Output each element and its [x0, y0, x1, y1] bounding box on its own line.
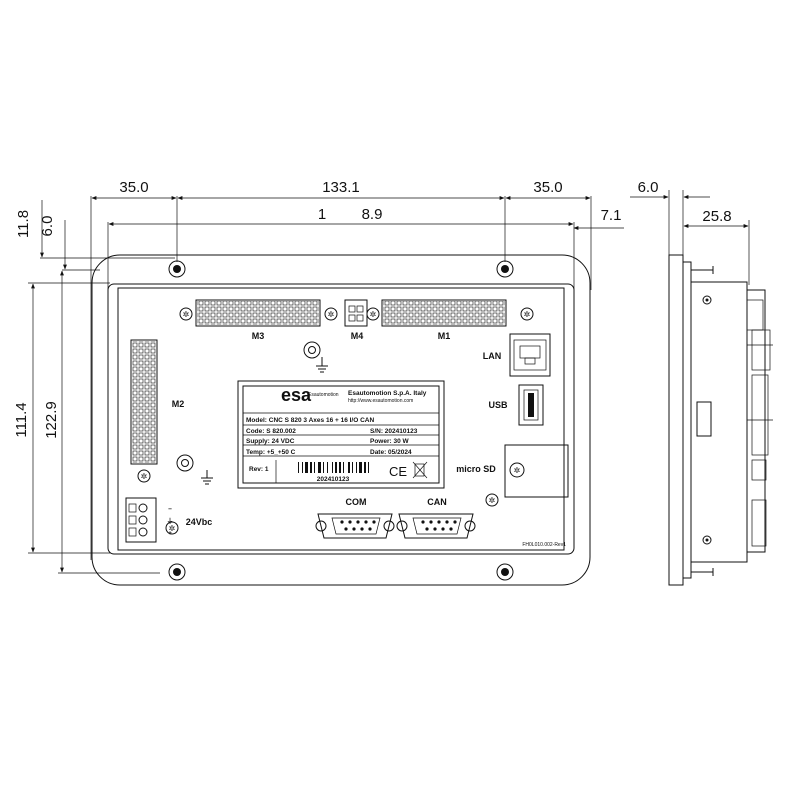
- barcode-bar: [339, 462, 341, 473]
- ground-symbols: [176, 341, 328, 485]
- power-pin-plus: +: [168, 530, 172, 537]
- m1-connector: [381, 299, 507, 327]
- power-pin-minus: −: [168, 506, 172, 513]
- power-pin-ground: ⏚: [167, 517, 174, 525]
- barcode-bar: [327, 462, 328, 473]
- usb-port: [518, 384, 544, 426]
- dim-side-25-8: 25.8: [702, 208, 731, 225]
- svg-text:✲: ✲: [524, 310, 531, 319]
- svg-text:✲: ✲: [370, 310, 377, 319]
- m3-pins: [197, 301, 319, 325]
- label-code: Code: S 820.002: [246, 428, 296, 435]
- label-date: Date: 05/2024: [370, 449, 412, 456]
- svg-text:✲: ✲: [169, 524, 176, 533]
- barcode-bar: [348, 462, 350, 473]
- company-name: Esautomotion S.p.A. Italy: [348, 390, 427, 397]
- power-label: 24Vbc: [186, 517, 213, 527]
- dim-top-center: 133.1: [322, 179, 360, 196]
- housing: [107, 283, 575, 555]
- side-frame: [668, 254, 684, 586]
- label-model: Model: CNC S 820 3 Axes 16 + 16 I/O CAN: [246, 417, 374, 424]
- can-label: CAN: [427, 497, 447, 507]
- drawing-code: FH0L010.002-Rev1: [522, 542, 566, 548]
- barcode-bar: [356, 462, 357, 473]
- barcode-bar: [343, 462, 344, 473]
- sd-cover: [504, 444, 569, 498]
- svg-text:✲: ✲: [489, 496, 496, 505]
- barcode-bar: [359, 462, 362, 473]
- nameplate: esa Esautomotion Esautomotion S.p.A. Ita…: [237, 380, 445, 489]
- lan-label: LAN: [483, 351, 502, 361]
- lan-port: [509, 333, 551, 377]
- com-label: COM: [346, 497, 367, 507]
- side-connectors-block: [746, 289, 766, 553]
- barcode-bar: [314, 462, 315, 473]
- micro-sd-label: micro SD: [456, 464, 496, 474]
- svg-text:✲: ✲: [514, 466, 521, 475]
- dim-height-111-4: 111.4: [13, 402, 30, 437]
- m4-connector: [344, 299, 368, 327]
- m1-pins: [383, 301, 505, 325]
- barcode-bar: [335, 462, 337, 473]
- dim-top-right: 35.0: [533, 179, 562, 196]
- mount-holes: [168, 260, 514, 581]
- back-plate: [117, 287, 565, 551]
- m2-label: M2: [172, 399, 185, 409]
- label-sn: S/N: 202410123: [370, 428, 418, 435]
- label-power: Power: 30 W: [370, 438, 410, 445]
- barcode-bar: [318, 462, 321, 473]
- barcode-bar: [332, 462, 333, 473]
- dim-side-6-0: 6.0: [638, 179, 659, 196]
- barcode: [298, 462, 369, 473]
- can-port: [398, 513, 474, 539]
- barcode-bar: [323, 462, 324, 473]
- m2-pins: [132, 341, 156, 463]
- label-temp: Temp: +5_+50 C: [246, 449, 296, 456]
- dim-top-left: 35.0: [119, 179, 148, 196]
- svg-text:✲: ✲: [141, 472, 148, 481]
- barcode-bar: [305, 462, 308, 473]
- svg-text:CE: CE: [389, 464, 407, 479]
- side-view: [668, 254, 773, 586]
- dim-right-offset: 7.1: [601, 207, 622, 224]
- front-view: ✲ ✲ ✲ ✲ ✲ ✲ ✲ ✲ M3 M4 M1: [91, 254, 591, 586]
- outer-frame: [91, 254, 591, 586]
- barcode-bar: [310, 462, 312, 473]
- dim-left-11-8: 11.8: [15, 210, 32, 238]
- label-rev: Rev: 1: [249, 466, 269, 473]
- usb-label: USB: [488, 400, 508, 410]
- dim-height-122-9: 122.9: [43, 401, 60, 439]
- m3-connector: [195, 299, 321, 327]
- label-supply: Supply: 24 VDC: [246, 438, 295, 445]
- m3-label: M3: [252, 331, 265, 341]
- barcode-bar: [352, 462, 353, 473]
- svg-text:✲: ✲: [183, 310, 190, 319]
- weee-bin-icon: [412, 461, 428, 479]
- dim-left-6-0: 6.0: [39, 216, 56, 237]
- dim-second-a: 1: [318, 206, 326, 223]
- logo: esa: [281, 385, 312, 405]
- website: http://www.esautomotion.com: [348, 398, 413, 404]
- barcode-bar: [302, 462, 303, 473]
- logo-sub: Esautomotion: [308, 392, 339, 398]
- power-connector: [125, 497, 157, 543]
- ce-mark: CE: [389, 464, 407, 479]
- m2-connector: [130, 339, 158, 465]
- barcode-bar: [368, 462, 369, 473]
- dim-second-b: 8.9: [362, 206, 383, 223]
- barcode-text: 202410123: [317, 476, 350, 483]
- barcode-bar: [364, 462, 366, 473]
- m4-label: M4: [351, 331, 364, 341]
- svg-text:✲: ✲: [328, 310, 335, 319]
- side-housing: [690, 281, 748, 563]
- barcode-bar: [298, 462, 299, 473]
- side-bezel: [682, 261, 692, 579]
- com-port: [317, 513, 393, 539]
- dimension-lines: [28, 190, 750, 574]
- m1-label: M1: [438, 331, 451, 341]
